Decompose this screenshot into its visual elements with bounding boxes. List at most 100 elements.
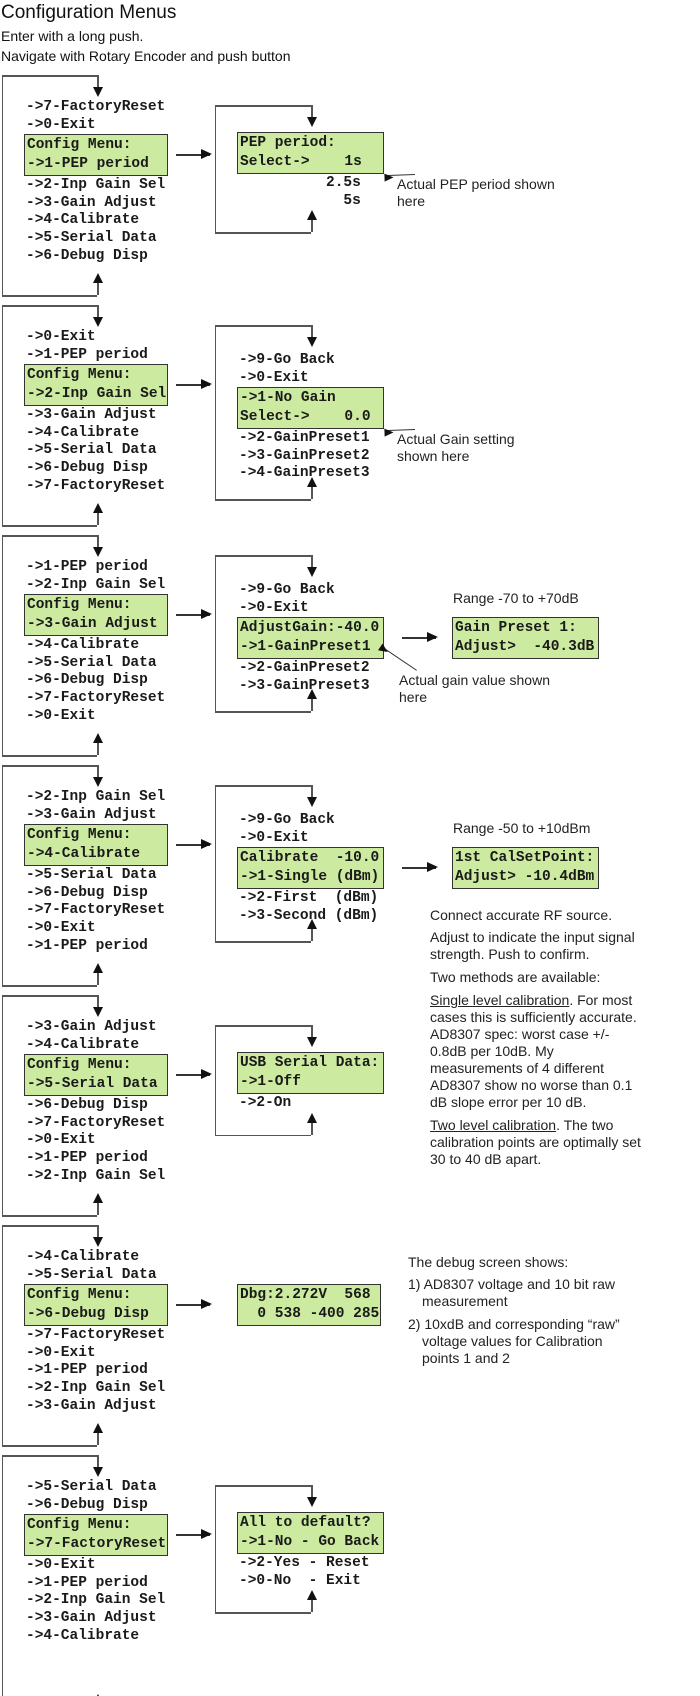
menu-item[interactable]: ->3-Gain Adjust bbox=[26, 806, 157, 823]
section-gain-sel-menu-up-arrow-icon bbox=[92, 503, 103, 513]
submenu-item[interactable]: ->2-On bbox=[239, 1095, 292, 1111]
menu-item[interactable]: ->4-Calibrate bbox=[26, 1036, 140, 1053]
range-label: Range -70 to +70dB bbox=[453, 590, 579, 607]
config-menu-lcd[interactable]: Config Menu:->1-PEP period bbox=[24, 134, 168, 177]
menu-item[interactable]: ->4-Calibrate bbox=[26, 1249, 140, 1265]
adjust-lcd[interactable]: 1st CalSetPoint:Adjust> -10.4dBm bbox=[452, 847, 599, 890]
menu-item[interactable]: ->3-Gain Adjust bbox=[26, 1019, 157, 1035]
submenu-item[interactable]: ->0-Exit bbox=[239, 599, 309, 616]
menu-item[interactable]: ->0-Exit bbox=[26, 116, 96, 133]
config-menu-lcd[interactable]: Config Menu:->5-Serial Data bbox=[24, 1054, 168, 1097]
section-calibrate-arrow-icon bbox=[176, 840, 212, 848]
menu-item[interactable]: ->3-Gain Adjust bbox=[26, 1610, 157, 1626]
menu-item[interactable]: ->3-Gain Adjust bbox=[26, 194, 157, 211]
menu-item[interactable]: ->5-Serial Data bbox=[26, 867, 157, 884]
section-gain-sel-submenu-down-arrow-icon bbox=[306, 337, 317, 347]
menu-item[interactable]: ->0-Exit bbox=[26, 1132, 96, 1149]
config-menu-lcd[interactable]: Config Menu:->3-Gain Adjust bbox=[24, 594, 168, 637]
section-calibrate-final-arrow-icon bbox=[402, 863, 438, 871]
menu-item[interactable]: ->1-PEP period bbox=[26, 346, 148, 363]
single-level-body: . For most cases this is sufficiently ac… bbox=[430, 992, 637, 1111]
menu-item[interactable]: ->1-PEP period bbox=[26, 937, 148, 954]
submenu-item[interactable]: ->2-Yes - Reset bbox=[239, 1555, 370, 1571]
submenu-item[interactable]: ->9-Go Back bbox=[239, 352, 335, 368]
submenu-lcd[interactable]: USB Serial Data:->1-Off bbox=[237, 1052, 384, 1094]
menu-item[interactable]: ->0-Exit bbox=[26, 329, 96, 345]
menu-item[interactable]: ->5-Serial Data bbox=[26, 654, 157, 671]
section-debug-arrow-icon bbox=[176, 1300, 212, 1308]
menu-item[interactable]: ->7-FactoryReset bbox=[26, 99, 166, 115]
submenu-item[interactable]: ->0-Exit bbox=[239, 829, 309, 846]
menu-item[interactable]: ->4-Calibrate bbox=[26, 1627, 140, 1644]
submenu-lcd[interactable]: AdjustGain:-40.0->1-GainPreset1 bbox=[237, 617, 384, 660]
adjust-lcd[interactable]: Gain Preset 1:Adjust> -40.3dB bbox=[452, 617, 599, 660]
menu-item[interactable]: ->5-Serial Data bbox=[26, 442, 157, 459]
config-menu-lcd[interactable]: Config Menu:->7-FactoryReset bbox=[24, 1514, 168, 1557]
menu-item[interactable]: ->2-Inp Gain Sel bbox=[26, 789, 166, 805]
menu-item[interactable]: ->0-Exit bbox=[26, 1344, 96, 1361]
menu-item[interactable]: ->6-Debug Disp bbox=[26, 460, 148, 476]
debug-lcd[interactable]: Dbg:2.272V 568 0 538 -400 285 bbox=[237, 1284, 381, 1327]
menu-item[interactable]: ->5-Serial Data bbox=[26, 1479, 157, 1495]
menu-item[interactable]: ->1-PEP period bbox=[26, 1574, 148, 1591]
submenu-item[interactable]: ->9-Go Back bbox=[239, 582, 335, 598]
menu-item[interactable]: ->4-Calibrate bbox=[26, 212, 140, 229]
submenu-item[interactable]: 5s bbox=[239, 192, 361, 209]
menu-item[interactable]: ->2-Inp Gain Sel bbox=[26, 1592, 166, 1609]
section-gain-sel-submenu-loop-bottom bbox=[215, 499, 311, 501]
menu-item[interactable]: ->6-Debug Disp bbox=[26, 1097, 148, 1114]
menu-item[interactable]: ->1-PEP period bbox=[26, 559, 148, 575]
submenu-lcd[interactable]: Calibrate -10.0->1-Single (dBm) bbox=[237, 847, 384, 890]
config-menu-lcd[interactable]: Config Menu:->6-Debug Disp bbox=[24, 1284, 168, 1327]
menu-item[interactable]: ->2-Inp Gain Sel bbox=[26, 1380, 166, 1396]
menu-item[interactable]: ->1-PEP period bbox=[26, 1150, 148, 1166]
section-debug-menu-loop-stem-top bbox=[97, 1225, 99, 1239]
menu-item[interactable]: ->6-Debug Disp bbox=[26, 247, 148, 264]
menu-item[interactable]: ->5-Serial Data bbox=[26, 230, 157, 246]
menu-item[interactable]: ->0-Exit bbox=[26, 1557, 96, 1574]
adjust-lcd-line: Adjust> -10.4dBm bbox=[455, 869, 595, 886]
menu-item[interactable]: ->7-FactoryReset bbox=[26, 1327, 166, 1344]
submenu-lcd[interactable]: All to default?->1-No - Go Back bbox=[237, 1512, 384, 1554]
submenu-item[interactable]: ->2-First (dBm) bbox=[239, 890, 379, 907]
menu-item[interactable]: ->6-Debug Disp bbox=[26, 1496, 148, 1513]
two-level-note: Two level calibration. The two calibrati… bbox=[430, 1117, 645, 1168]
menu-item[interactable]: ->3-Gain Adjust bbox=[26, 407, 157, 424]
submenu-item[interactable]: ->9-Go Back bbox=[239, 812, 335, 828]
config-menu-lcd-line: Config Menu: bbox=[27, 367, 132, 384]
submenu-item[interactable]: ->2-GainPreset2 bbox=[239, 660, 370, 677]
menu-item[interactable]: ->2-Inp Gain Sel bbox=[26, 576, 166, 593]
menu-item[interactable]: ->2-Inp Gain Sel bbox=[26, 1167, 166, 1184]
section-pep-submenu-loop-bottom bbox=[215, 232, 311, 234]
menu-item[interactable]: ->4-Calibrate bbox=[26, 424, 140, 441]
submenu-item[interactable]: ->3-GainPreset2 bbox=[239, 447, 370, 464]
menu-item[interactable]: ->7-FactoryReset bbox=[26, 477, 166, 494]
menu-item[interactable]: ->5-Serial Data bbox=[26, 1266, 157, 1283]
submenu-item[interactable]: 2.5s bbox=[239, 175, 361, 191]
menu-item[interactable]: ->2-Inp Gain Sel bbox=[26, 177, 166, 194]
config-menu-lcd-line: ->3-Gain Adjust bbox=[27, 616, 158, 633]
menu-item[interactable]: ->7-FactoryReset bbox=[26, 902, 166, 919]
section-gain-sel-submenu-up-arrow-icon bbox=[306, 477, 317, 487]
menu-item[interactable]: ->0-Exit bbox=[26, 920, 96, 936]
submenu-item[interactable]: ->0-No - Exit bbox=[239, 1572, 361, 1589]
menu-item[interactable]: ->7-FactoryReset bbox=[26, 690, 166, 706]
menu-item[interactable]: ->6-Debug Disp bbox=[26, 672, 148, 689]
submenu-lcd[interactable]: PEP period:Select-> 1s bbox=[237, 132, 384, 174]
submenu-item[interactable]: ->3-Second (dBm) bbox=[239, 907, 379, 924]
range-label: Range -50 to +10dBm bbox=[453, 820, 591, 837]
menu-item[interactable]: ->3-Gain Adjust bbox=[26, 1397, 157, 1414]
submenu-item[interactable]: ->0-Exit bbox=[239, 369, 309, 386]
submenu-item[interactable]: ->3-GainPreset3 bbox=[239, 677, 370, 694]
section-reset-menu-up-arrow-icon bbox=[92, 1694, 103, 1696]
menu-item[interactable]: ->6-Debug Disp bbox=[26, 884, 148, 901]
submenu-item[interactable]: ->4-GainPreset3 bbox=[239, 465, 370, 482]
menu-item[interactable]: ->1-PEP period bbox=[26, 1362, 148, 1379]
menu-item[interactable]: ->0-Exit bbox=[26, 707, 96, 724]
config-menu-lcd[interactable]: Config Menu:->2-Inp Gain Sel bbox=[24, 364, 168, 407]
menu-item[interactable]: ->4-Calibrate bbox=[26, 637, 140, 654]
config-menu-lcd[interactable]: Config Menu:->4-Calibrate bbox=[24, 824, 168, 867]
menu-item[interactable]: ->7-FactoryReset bbox=[26, 1114, 166, 1131]
submenu-item[interactable]: ->2-GainPreset1 bbox=[239, 430, 370, 447]
